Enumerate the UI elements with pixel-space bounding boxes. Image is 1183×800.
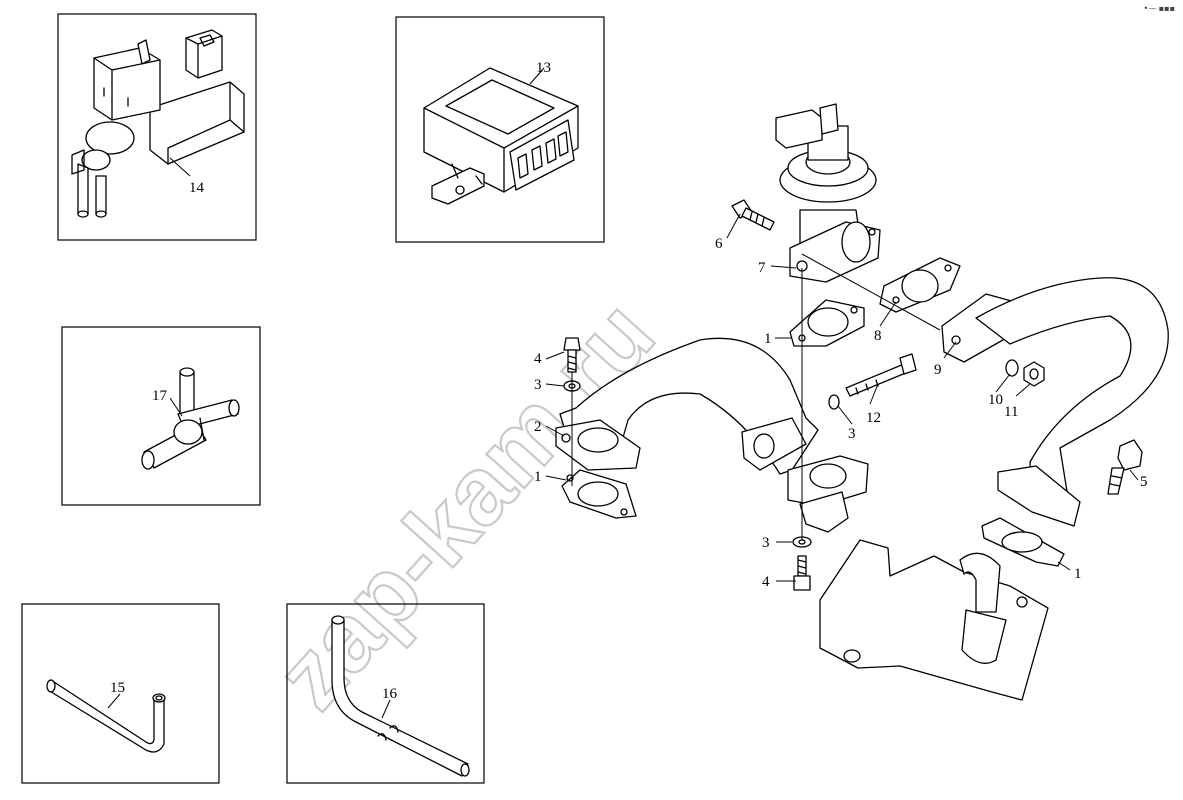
corner-mark: •— ▪▪▪: [1143, 4, 1175, 13]
inset-box-17: [61, 326, 261, 506]
part-17-tee-fitting: [141, 367, 240, 470]
inset-box-14: [57, 13, 257, 241]
callout-1-left: 1: [534, 469, 542, 485]
part-15-bent-tube: [46, 679, 166, 753]
callout-3-right: 3: [848, 426, 856, 442]
bolt-5: [731, 199, 775, 231]
callout-8: 9: [934, 362, 942, 378]
pipe-8: [941, 277, 1169, 527]
callout-2: 2: [534, 419, 542, 435]
manifold-lower: [819, 539, 1049, 701]
callout-10: 11: [1004, 404, 1018, 420]
callout-3-lower: 3: [762, 535, 770, 551]
part-13-control-unit: [423, 67, 579, 205]
washer-9-nut-10: [1005, 359, 1045, 387]
callout-16: 16: [382, 686, 398, 702]
bolt-11: [828, 353, 917, 410]
callout-14: 14: [189, 180, 205, 196]
inset-box-13: [395, 16, 605, 243]
callout-12: 5: [1140, 474, 1148, 490]
callout-17: 17: [152, 388, 168, 404]
gasket-1-upper: [789, 299, 865, 347]
callout-7: 8: [874, 328, 882, 344]
egr-assembly: [555, 103, 1169, 701]
bolt-12: [1107, 439, 1143, 495]
callout-13: 13: [536, 60, 551, 76]
gasket-1-right: [981, 517, 1065, 567]
callout-labels: 14 13 17 15 16 6 7 8 1 9 10 11 12 3 4 3 …: [110, 60, 1148, 702]
callout-4-lower: 4: [762, 574, 770, 590]
callout-1-upper: 1: [764, 331, 772, 347]
inset-box-15: [21, 603, 220, 784]
bolt-4-lower: [792, 536, 812, 591]
callout-6: 7: [758, 260, 766, 276]
callout-15: 15: [110, 680, 125, 696]
callout-11: 12: [866, 410, 881, 426]
callout-4-upper: 4: [534, 351, 542, 367]
callout-1-right: 1: [1074, 566, 1082, 582]
callout-5: 6: [715, 236, 723, 252]
pipe-2: [555, 337, 869, 533]
inset-box-16: [286, 603, 485, 784]
part-14-solenoid-valve: [71, 29, 245, 218]
leader-lines: [545, 213, 1139, 582]
gasket-1-left: [561, 469, 637, 519]
callout-9: 10: [988, 392, 1003, 408]
callout-3-upper: 3: [534, 377, 542, 393]
part-16-hose-line: [331, 615, 470, 777]
gasket-7: [879, 257, 961, 313]
egr-valve: [775, 103, 881, 283]
